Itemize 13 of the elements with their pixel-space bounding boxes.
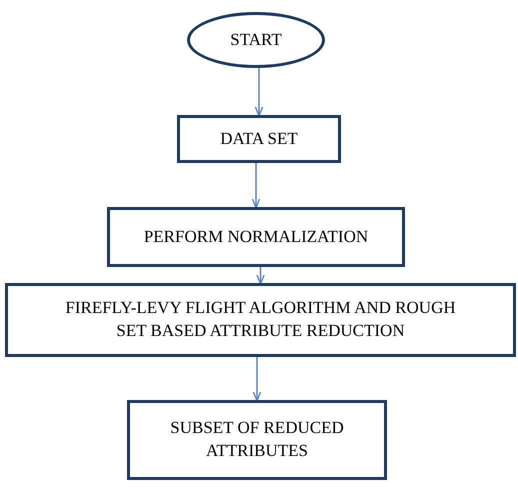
arrow xyxy=(252,163,260,209)
process-box xyxy=(127,400,387,480)
process-box xyxy=(107,207,405,267)
arrow xyxy=(252,357,262,402)
node-label: DATA SET xyxy=(220,128,298,150)
arrow xyxy=(256,267,265,285)
process-box xyxy=(5,283,516,357)
node-label: SUBSET OF REDUCED ATTRIBUTES xyxy=(169,417,345,462)
arrow xyxy=(254,68,264,117)
node-label: FIREFLY-LEVY FLIGHT ALGORITHM AND ROUGH SET BASED ATTRIBUTE REDUCTION xyxy=(64,297,457,342)
node-label: START xyxy=(230,28,282,51)
process-box xyxy=(177,115,341,163)
node-label: PERFORM NORMALIZATION xyxy=(144,226,368,248)
